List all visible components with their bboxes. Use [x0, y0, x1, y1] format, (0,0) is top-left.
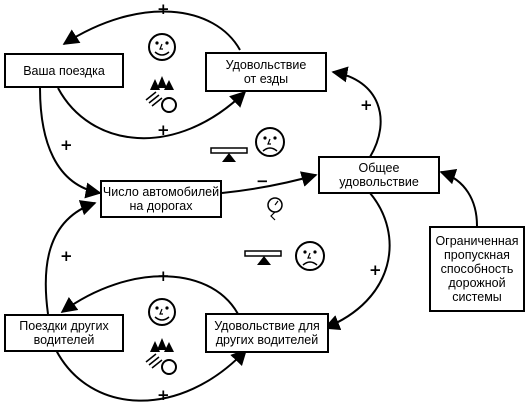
balance-scale-icon	[244, 250, 282, 265]
arrow-other-trips-to-cars	[44, 200, 97, 315]
stopwatch-icon	[267, 197, 283, 221]
sign-bottom-loop-top: +	[157, 267, 170, 285]
arrow-overall-to-other-sat	[323, 192, 391, 331]
sign-top-loop-bottom: +	[157, 121, 170, 139]
trees-and-road-icon	[145, 338, 177, 375]
node-your-trip: Ваша поездка	[4, 53, 124, 88]
arrow-overall-to-trip-sat	[331, 66, 382, 158]
arrow-trip-sat-to-your-trip	[62, 10, 241, 51]
sign-overall-to-trip-sat: +	[360, 96, 373, 114]
arrow-your-trip-to-cars	[39, 87, 102, 199]
trees-and-road-icon	[145, 76, 177, 113]
arrow-other-sat-to-other-trips	[60, 275, 241, 319]
sign-top-loop-top: +	[157, 0, 170, 18]
sign-cars-to-overall: −	[256, 172, 269, 190]
sign-bottom-loop-bottom: +	[157, 386, 170, 404]
balance-scale-icon	[210, 147, 248, 162]
frowning-face-icon	[255, 127, 285, 157]
arrow-your-trip-to-trip-sat	[57, 87, 247, 139]
arrow-other-trips-to-other-sat	[55, 348, 248, 402]
sign-overall-to-other-sat: +	[369, 261, 382, 279]
frowning-face-icon	[295, 241, 325, 271]
node-other-satisfaction: Удовольствие для других водителей	[205, 313, 329, 353]
smiley-face-icon	[148, 33, 176, 61]
node-overall-satisfaction: Общее удовольствие	[318, 156, 440, 194]
node-capacity: Ограниченная пропускная способность доро…	[429, 226, 525, 312]
sign-other-trips-to-cars: +	[60, 247, 73, 265]
node-other-trips: Поездки других водителей	[4, 314, 124, 352]
node-cars-on-roads: Число автомобилей на дорогах	[100, 180, 222, 218]
arrow-capacity-to-overall	[439, 168, 478, 227]
sign-trip-to-cars: +	[60, 136, 73, 154]
smiley-face-icon	[148, 298, 176, 326]
arrow-cars-to-overall	[221, 171, 318, 194]
node-trip-satisfaction: Удовольствие от езды	[205, 52, 327, 92]
